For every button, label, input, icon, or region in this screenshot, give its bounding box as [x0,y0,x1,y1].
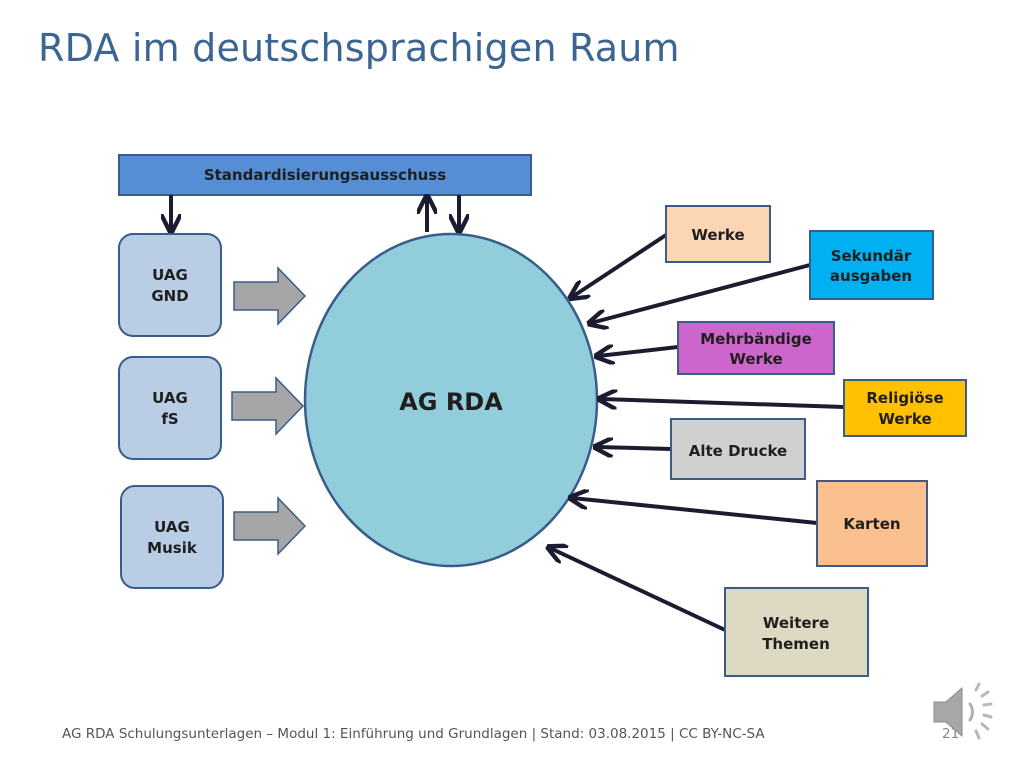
svg-text:ausgaben: ausgaben [830,267,912,285]
arrow-religioese [601,399,845,407]
footer-text: AG RDA Schulungsunterlagen – Modul 1: Ei… [62,726,765,742]
subgroup-uag-gnd: UAG GND [118,233,222,337]
svg-text:Werke: Werke [729,350,782,368]
block-arrow-fs [231,376,305,436]
svg-text:UAG: UAG [152,389,188,407]
svg-text:fS: fS [161,410,178,428]
arrow-alte-drucke [597,447,672,449]
svg-text:Werke: Werke [691,226,744,244]
standardisierungsausschuss-box: Standardisierungsausschuss [118,154,532,196]
topic-mehrbaendige-werke: Mehrbändige Werke [677,321,835,375]
topic-sekundaer-ausgaben: Sekundär ausgaben [809,230,934,300]
subgroup-uag-fs: UAG fS [118,356,222,460]
topic-religioese-werke: Religiöse Werke [843,379,967,437]
page-title: RDA im deutschsprachigen Raum [38,26,680,70]
topic-weitere-themen: Weitere Themen [724,587,869,677]
arrow-weitere [550,548,726,632]
center-label: AG RDA [399,388,503,416]
svg-text:Weitere: Weitere [763,614,829,632]
arrow-sekundaer [591,263,811,323]
svg-text:Karten: Karten [843,515,900,533]
svg-text:Werke: Werke [878,410,931,428]
svg-text:Sekundär: Sekundär [831,247,912,265]
svg-text:UAG: UAG [152,266,188,284]
svg-text:GND: GND [151,287,188,305]
ag-rda-ellipse: AG RDA [303,232,599,568]
svg-text:Alte Drucke: Alte Drucke [689,442,787,460]
topic-werke: Werke [665,205,771,263]
topic-alte-drucke: Alte Drucke [670,418,806,480]
block-arrow-gnd [233,266,307,326]
svg-text:Religiöse: Religiöse [866,389,943,407]
arrow-mehrbaendige [598,347,679,356]
speaker-icon[interactable] [928,676,1000,748]
subgroup-uag-musik: UAG Musik [120,485,224,589]
svg-text:Musik: Musik [147,539,198,557]
top-bar-label: Standardisierungsausschuss [204,166,446,184]
topic-karten: Karten [816,480,928,567]
block-arrow-musik [233,496,307,556]
arrow-karten [572,498,818,525]
svg-text:Themen: Themen [762,635,830,653]
arrow-werke [572,233,668,297]
svg-text:UAG: UAG [154,518,190,536]
svg-text:Mehrbändige: Mehrbändige [700,330,812,348]
